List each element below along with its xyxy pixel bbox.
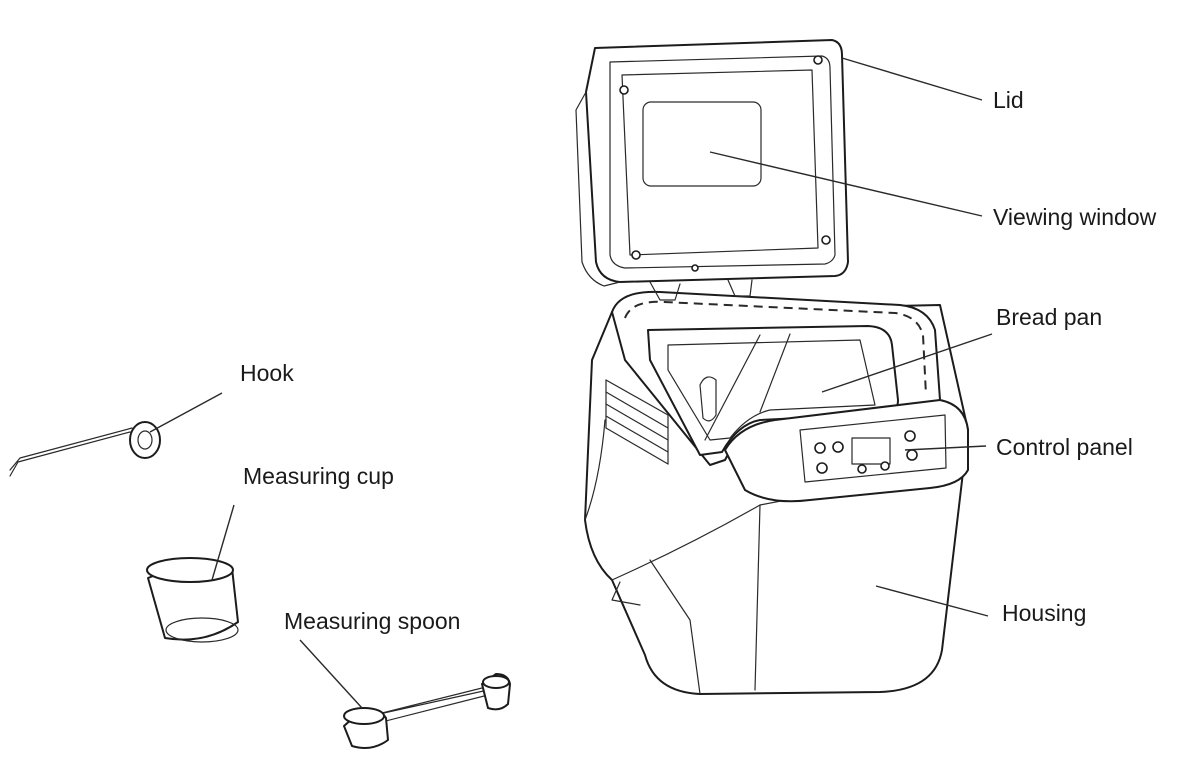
control-button xyxy=(814,442,826,454)
control-button xyxy=(857,464,867,474)
viewing-window-leader xyxy=(709,151,983,217)
label-viewing-window: Viewing window xyxy=(993,204,1157,230)
control-panel-drawing xyxy=(724,399,969,503)
control-button xyxy=(832,441,844,453)
hook-leader xyxy=(149,392,223,433)
bread-maker-drawing xyxy=(575,39,969,695)
label-lid: Lid xyxy=(993,87,1024,113)
housing-foot xyxy=(611,581,641,606)
measuring-spoon-leader xyxy=(299,639,363,709)
control-display xyxy=(851,437,891,465)
label-bread-pan: Bread pan xyxy=(996,304,1103,330)
measuring-cup-leader xyxy=(211,504,235,581)
hook-drawing xyxy=(9,421,161,477)
label-control-panel: Control panel xyxy=(996,434,1133,460)
lid-drawing xyxy=(575,39,849,301)
label-housing: Housing xyxy=(1002,600,1087,626)
housing-edge-base xyxy=(649,559,701,695)
housing-edge-top xyxy=(611,469,943,581)
label-hook: Hook xyxy=(240,360,294,386)
control-button xyxy=(816,462,828,474)
housing-edge-left xyxy=(584,419,606,521)
lid-leader xyxy=(841,57,983,101)
viewing-window-drawing xyxy=(642,101,762,187)
measuring-spoon-drawing xyxy=(343,673,511,749)
rim-seal xyxy=(624,300,927,396)
control-button xyxy=(906,449,918,461)
control-button xyxy=(904,430,916,442)
measuring-cup-drawing xyxy=(146,557,239,643)
vent-grille xyxy=(605,379,669,465)
control-panel-leader xyxy=(904,445,987,451)
label-measuring-spoon: Measuring spoon xyxy=(284,608,461,634)
label-measuring-cup: Measuring cup xyxy=(243,463,394,489)
control-button xyxy=(880,461,890,471)
leader-lines xyxy=(149,57,993,709)
bread-pan-leader xyxy=(821,333,993,393)
housing-edge-vertical xyxy=(754,504,761,691)
housing-leader xyxy=(875,585,989,617)
